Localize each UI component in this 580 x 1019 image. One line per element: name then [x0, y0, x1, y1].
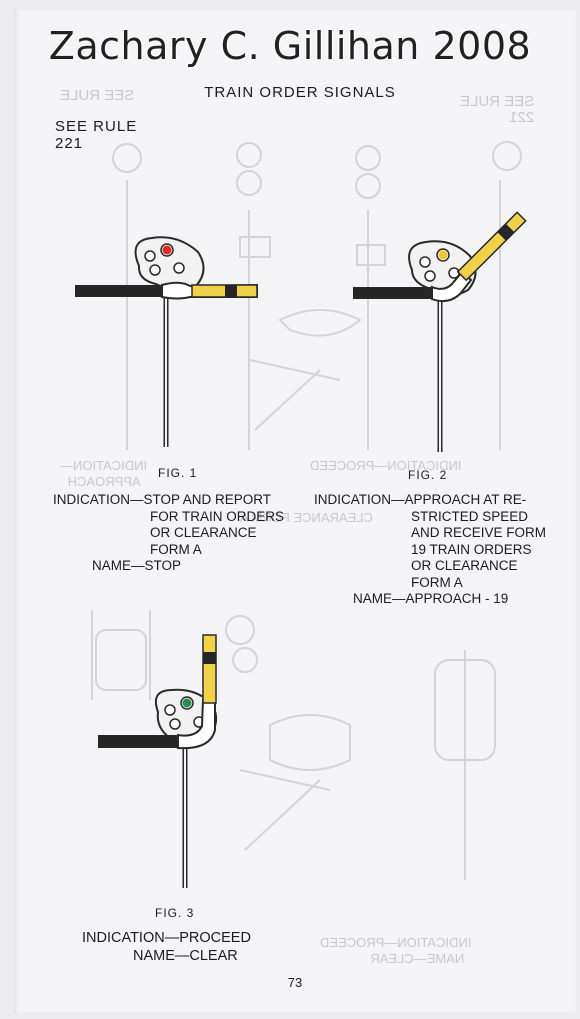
- signal-light: [182, 698, 192, 708]
- watermark-text: Zachary C. Gillihan 2008: [48, 24, 532, 68]
- signal-blade-black: [98, 735, 180, 748]
- fig1-indication-line: INDICATION—STOP AND REPORT: [53, 492, 272, 507]
- signal-blade-yellow: [456, 211, 527, 282]
- fig1-indication-line: FOR TRAIN ORDERS: [150, 508, 285, 524]
- fig2-indication-line: STRICTED SPEED: [411, 508, 529, 524]
- signal-light: [162, 245, 172, 255]
- page-number: 73: [287, 975, 303, 990]
- signal-fig2: [353, 211, 527, 452]
- fig2-label: FIG. 2: [408, 468, 448, 482]
- blade-collar: [431, 270, 473, 303]
- fig2-indication-line: 19 TRAIN ORDERS: [411, 541, 532, 557]
- fig1-indication-line: FORM A: [150, 541, 202, 557]
- fig1-name: NAME—STOP: [92, 558, 182, 573]
- signal-blade-yellow: [202, 634, 217, 704]
- signal-fig1: [75, 236, 258, 447]
- signal-blade-black: [353, 287, 433, 299]
- rule-reference: SEE RULE 221: [55, 118, 137, 152]
- signal-blade-yellow: [191, 284, 258, 298]
- fig2-name: NAME—APPROACH - 19: [353, 591, 509, 606]
- page-title: TRAIN ORDER SIGNALS: [204, 84, 396, 101]
- rule-number: 221: [55, 135, 84, 152]
- signal-blade-black: [75, 285, 167, 297]
- fig2-indication-line: AND RECEIVE FORM: [411, 525, 547, 540]
- book-page: [14, 8, 576, 1014]
- fig2-indication-line: INDICATION—APPROACH AT RE-: [314, 492, 527, 507]
- fig2-indication-line: OR CLEARANCE: [411, 558, 518, 573]
- signal-light: [438, 250, 448, 260]
- fig3-label: FIG. 3: [155, 906, 195, 920]
- rule-label: SEE RULE: [55, 118, 138, 135]
- fig3-indication-line: INDICATION—PROCEED: [82, 930, 251, 946]
- fig1-label: FIG. 1: [158, 466, 198, 480]
- fig1-indication-line: OR CLEARANCE: [150, 525, 257, 540]
- fig3-name: NAME—CLEAR: [133, 948, 238, 964]
- fig2-indication-line: FORM A: [411, 574, 463, 590]
- signal-fig3: [98, 634, 218, 888]
